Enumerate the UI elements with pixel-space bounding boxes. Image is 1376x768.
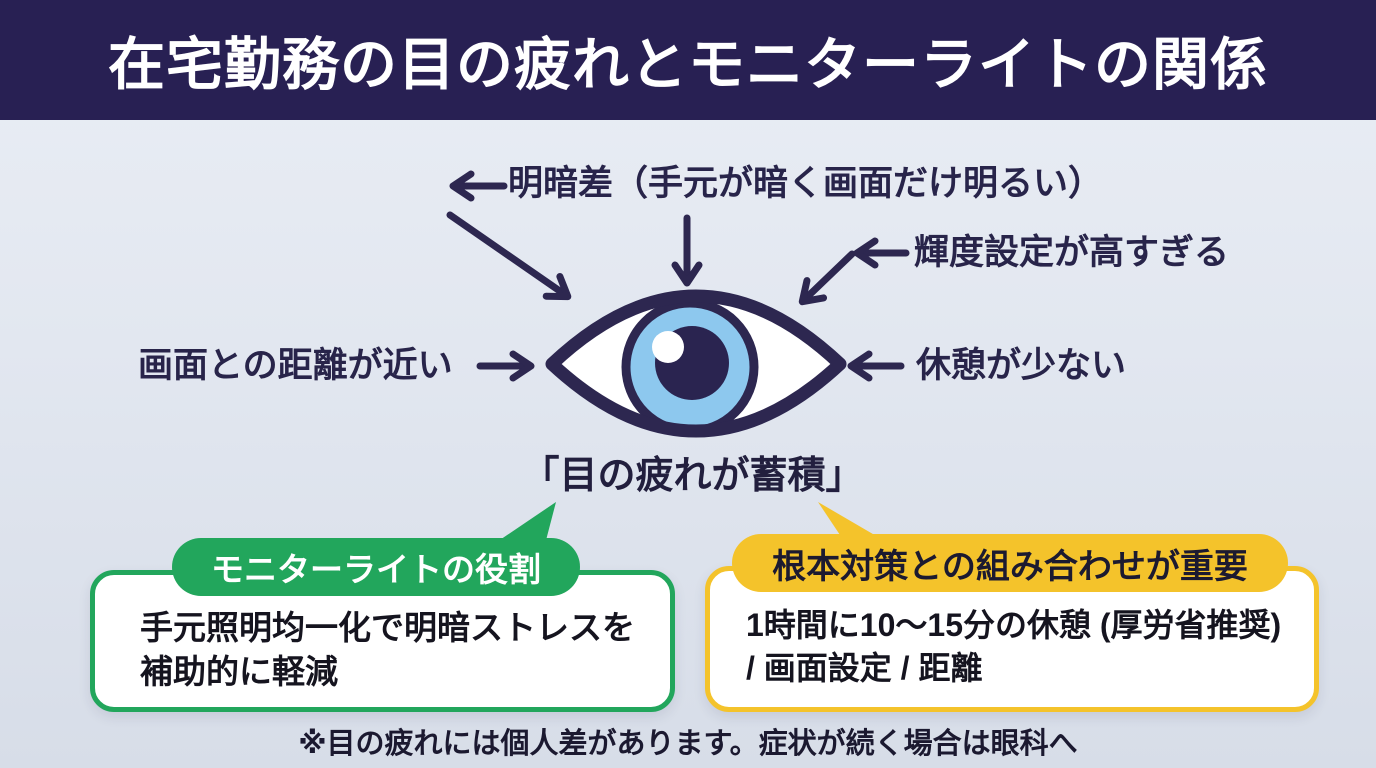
eye-fatigue-caption: 「目の疲れが蓄積」	[521, 455, 864, 497]
speech-tail-green-icon	[488, 502, 556, 548]
arrow-diagonal-topright-icon	[798, 250, 856, 306]
yellow-callout-title: 根本対策との組み合わせが重要	[732, 534, 1288, 592]
green-body-line-1: 手元照明均一化で明暗ストレスを	[140, 609, 635, 646]
green-callout-body: 手元照明均一化で明暗ストレスを 補助的に軽減	[140, 606, 635, 694]
yellow-callout-title-text: 根本対策との組み合わせが重要	[772, 547, 1248, 586]
yellow-body-line-2: / 画面設定 / 距離	[746, 649, 983, 686]
header-bar: 在宅勤務の目の疲れとモニターライトの関係	[0, 0, 1376, 120]
label-rest: 休憩が少ない	[916, 346, 1127, 385]
speech-tail-yellow-icon	[818, 502, 890, 544]
yellow-callout-body: 1時間に10〜15分の休憩 (厚労省推奨) / 画面設定 / 距離	[746, 604, 1281, 690]
green-callout-title-text: モニターライトの役割	[211, 551, 541, 588]
page-title: 在宅勤務の目の疲れとモニターライトの関係	[108, 33, 1268, 97]
label-brightness: 輝度設定が高すぎる	[914, 233, 1230, 272]
disclaimer-note: ※目の疲れには個人差があります。症状が続く場合は眼科へ	[298, 728, 1078, 760]
label-distance: 画面との距離が近い	[138, 346, 453, 385]
green-body-line-2: 補助的に軽減	[140, 653, 338, 691]
green-callout-title: モニターライトの役割	[172, 538, 580, 596]
label-contrast: 明暗差（手元が暗く画面だけ明るい）	[508, 164, 1104, 203]
eye-icon	[545, 289, 847, 438]
arrow-diagonal-topleft-icon	[446, 211, 572, 301]
yellow-body-line-1: 1時間に10〜15分の休憩 (厚労省推奨)	[746, 607, 1282, 643]
